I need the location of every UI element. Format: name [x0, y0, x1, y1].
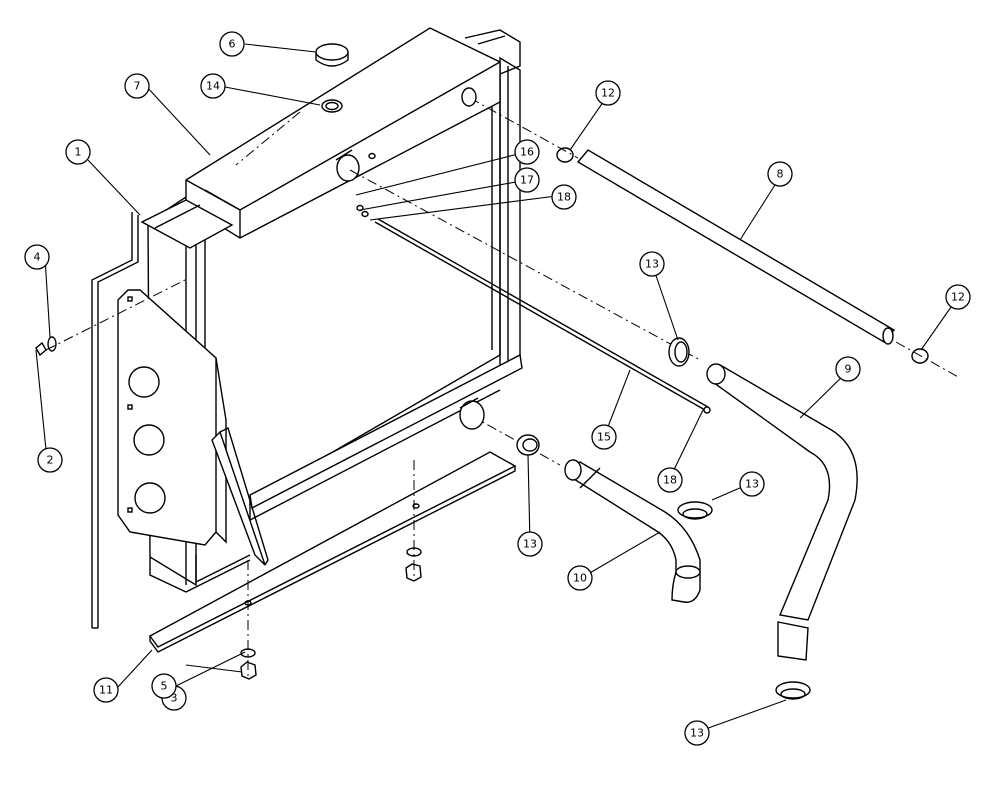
overflow-tube [91, 212, 133, 628]
svg-text:14: 14 [206, 80, 220, 93]
callout-17: 17 [514, 167, 540, 193]
callout-10: 10 [567, 565, 593, 591]
callout-7: 7 [124, 73, 150, 99]
svg-text:10: 10 [573, 572, 587, 585]
callout-2: 2 [37, 447, 63, 473]
svg-text:13: 13 [690, 727, 704, 740]
svg-text:13: 13 [645, 258, 659, 271]
svg-text:1: 1 [75, 146, 82, 159]
callout-5: 5 [151, 673, 177, 699]
callout-15: 15 [591, 424, 617, 450]
callout-11: 11 [93, 677, 119, 703]
radiator-cap [315, 43, 349, 67]
left-shroud-bracket [117, 289, 227, 546]
radiator-bottom-rail [249, 353, 523, 510]
callout-13-a: 13 [639, 251, 665, 277]
svg-text:8: 8 [777, 168, 784, 181]
callout-13-c: 13 [739, 471, 765, 497]
callout-6: 6 [219, 31, 245, 57]
callout-18-a: 18 [551, 184, 577, 210]
svg-text:11: 11 [99, 684, 113, 697]
svg-text:5: 5 [161, 680, 168, 693]
leader-lines [35, 43, 959, 732]
svg-text:7: 7 [134, 80, 141, 93]
svg-text:15: 15 [597, 431, 611, 444]
radiator-right-frame [499, 56, 521, 374]
bolt-and-washer [35, 279, 186, 357]
svg-text:12: 12 [951, 291, 965, 304]
svg-text:18: 18 [663, 474, 677, 487]
svg-text:3: 3 [171, 692, 178, 705]
upper-hose [461, 87, 961, 379]
hose-clamps [516, 337, 811, 700]
top-tank [140, 27, 521, 249]
svg-text:16: 16 [520, 146, 534, 159]
top-outlet-stub [336, 154, 360, 182]
callout-4: 4 [24, 244, 50, 270]
svg-text:18: 18 [557, 191, 571, 204]
svg-text:9: 9 [845, 363, 852, 376]
svg-text:2: 2 [47, 454, 54, 467]
svg-text:13: 13 [745, 478, 759, 491]
callout-12-b: 12 [945, 284, 971, 310]
callout-18-b: 18 [657, 467, 683, 493]
callout-16: 16 [514, 139, 540, 165]
callout-13-b: 13 [517, 531, 543, 557]
rod [374, 221, 706, 411]
callout-1: 1 [65, 139, 91, 165]
svg-text:6: 6 [229, 38, 236, 51]
callout-12-a: 12 [595, 80, 621, 106]
svg-text:13: 13 [523, 538, 537, 551]
callout-8: 8 [767, 161, 793, 187]
svg-text:4: 4 [34, 251, 41, 264]
lower-nuts-washers [240, 460, 422, 680]
svg-text:12: 12 [601, 87, 615, 100]
right-shroud-panel [211, 430, 266, 566]
hose-9 [706, 363, 858, 661]
callout-13-d: 13 [684, 720, 710, 746]
bottom-plate [148, 451, 517, 653]
filler-neck [321, 99, 343, 113]
hose-10 [564, 459, 701, 603]
callout-9: 9 [835, 356, 861, 382]
callout-14: 14 [200, 73, 226, 99]
svg-text:17: 17 [520, 174, 534, 187]
